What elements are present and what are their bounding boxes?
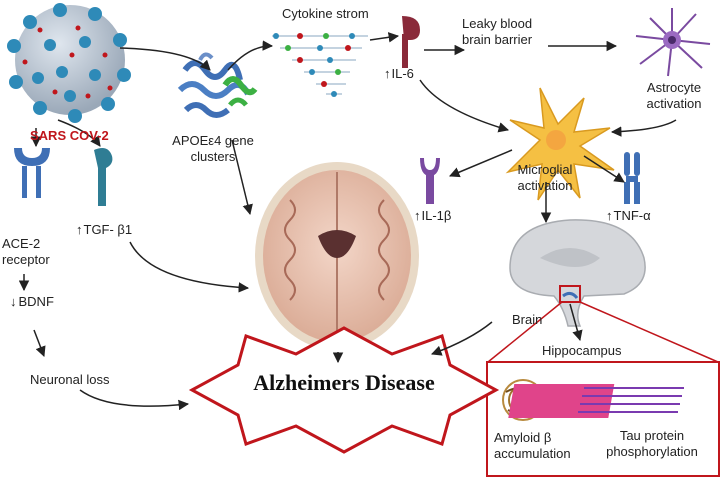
il1b-label: IL-1β — [414, 208, 452, 224]
brain-sagittal-icon — [509, 219, 646, 327]
microglia-icon — [505, 87, 615, 201]
ace2-label: ACE-2 receptor — [2, 236, 50, 268]
apoe-label: APOEε4 gene clusters — [158, 133, 268, 165]
hippocampus-label: Hippocampus — [542, 343, 622, 358]
brain-section-icon — [255, 162, 419, 350]
bbb-label-line2: brain barrier — [462, 32, 533, 47]
bdnf-label: BDNF — [10, 294, 54, 310]
tau-label-line2: phosphorylation — [606, 444, 698, 459]
ace2-label-line1: ACE-2 — [2, 236, 41, 251]
amyloid-label-line1: Amyloid β — [494, 430, 552, 445]
bbb-label-line1: Leaky blood — [462, 16, 533, 31]
arrow-apoe-to-cytokine — [227, 40, 274, 71]
amyloid-label: Amyloid β accumulation — [494, 430, 571, 462]
arrow-microglia-to-tnfa — [583, 155, 625, 183]
arrow-neuronal-to-disease — [79, 389, 190, 411]
arrow-brain-to-hippocampus — [569, 303, 583, 342]
arrow-cytokine-to-il6 — [369, 32, 400, 43]
arrow-apoe-to-brain-section — [231, 139, 253, 216]
bbb-label: Leaky blood brain barrier — [462, 16, 532, 48]
arrow-il6-to-microglia — [419, 79, 510, 133]
il6-receptor-icon — [402, 16, 420, 68]
il6-label: IL-6 — [384, 66, 414, 82]
alzheimers-star-shape — [188, 326, 500, 454]
arrow-brain-to-disease — [431, 321, 493, 356]
arrow-microglia-to-il1b — [449, 149, 513, 178]
cytokine-label: Cytokine strom — [282, 6, 369, 21]
ace2-label-line2: receptor — [2, 252, 50, 267]
sars-cov-2-virus-icon — [7, 3, 131, 123]
tnfa-receptor-icon — [624, 152, 640, 204]
apoe-protein-icon — [177, 52, 258, 118]
tgfb1-label: TGF- β1 — [76, 222, 133, 238]
astrocyte-label-line2: activation — [646, 96, 702, 111]
astrocyte-icon — [635, 8, 711, 77]
zoom-line-left — [487, 301, 563, 363]
microglia-label-line2: activation — [517, 178, 573, 193]
arrow-bdnf-to-neuronal — [33, 329, 46, 357]
brain-label: Brain — [512, 312, 543, 327]
cytokine-storm-icon — [272, 33, 368, 97]
arrow-tgfb-to-brain-section — [129, 241, 250, 293]
alzheimers-disease-label: Alzheimers Disease — [253, 370, 435, 395]
sars-cov-2-label: SARS COV-2 — [30, 128, 109, 143]
astrocyte-label: Astrocyte activation — [632, 80, 716, 112]
apoe-label-line2: clusters — [190, 149, 236, 164]
tnfa-label: TNF-α — [606, 208, 651, 224]
tau-label: Tau protein phosphorylation — [596, 428, 708, 460]
tgfb1-receptor-icon — [94, 148, 113, 206]
zoom-line-right — [579, 301, 719, 363]
amyloid-label-line2: accumulation — [494, 446, 571, 461]
apoe-label-line1: APOEε4 gene — [172, 133, 254, 148]
neuronal-loss-label: Neuronal loss — [30, 372, 110, 387]
arrow-astrocyte-to-microglia — [610, 119, 677, 137]
astrocyte-label-line1: Astrocyte — [646, 80, 702, 95]
arrow-virus-to-tgfb — [57, 119, 101, 147]
tau-label-line1: Tau protein — [619, 428, 685, 443]
il1b-receptor-icon — [420, 158, 440, 204]
tau-fibrils-icon — [508, 384, 684, 418]
microglia-label-line1: Microglial — [517, 162, 573, 177]
ace2-receptor-icon — [14, 148, 50, 198]
microglia-label: Microglial activation — [500, 162, 590, 194]
arrow-virus-to-apoe — [119, 47, 211, 71]
